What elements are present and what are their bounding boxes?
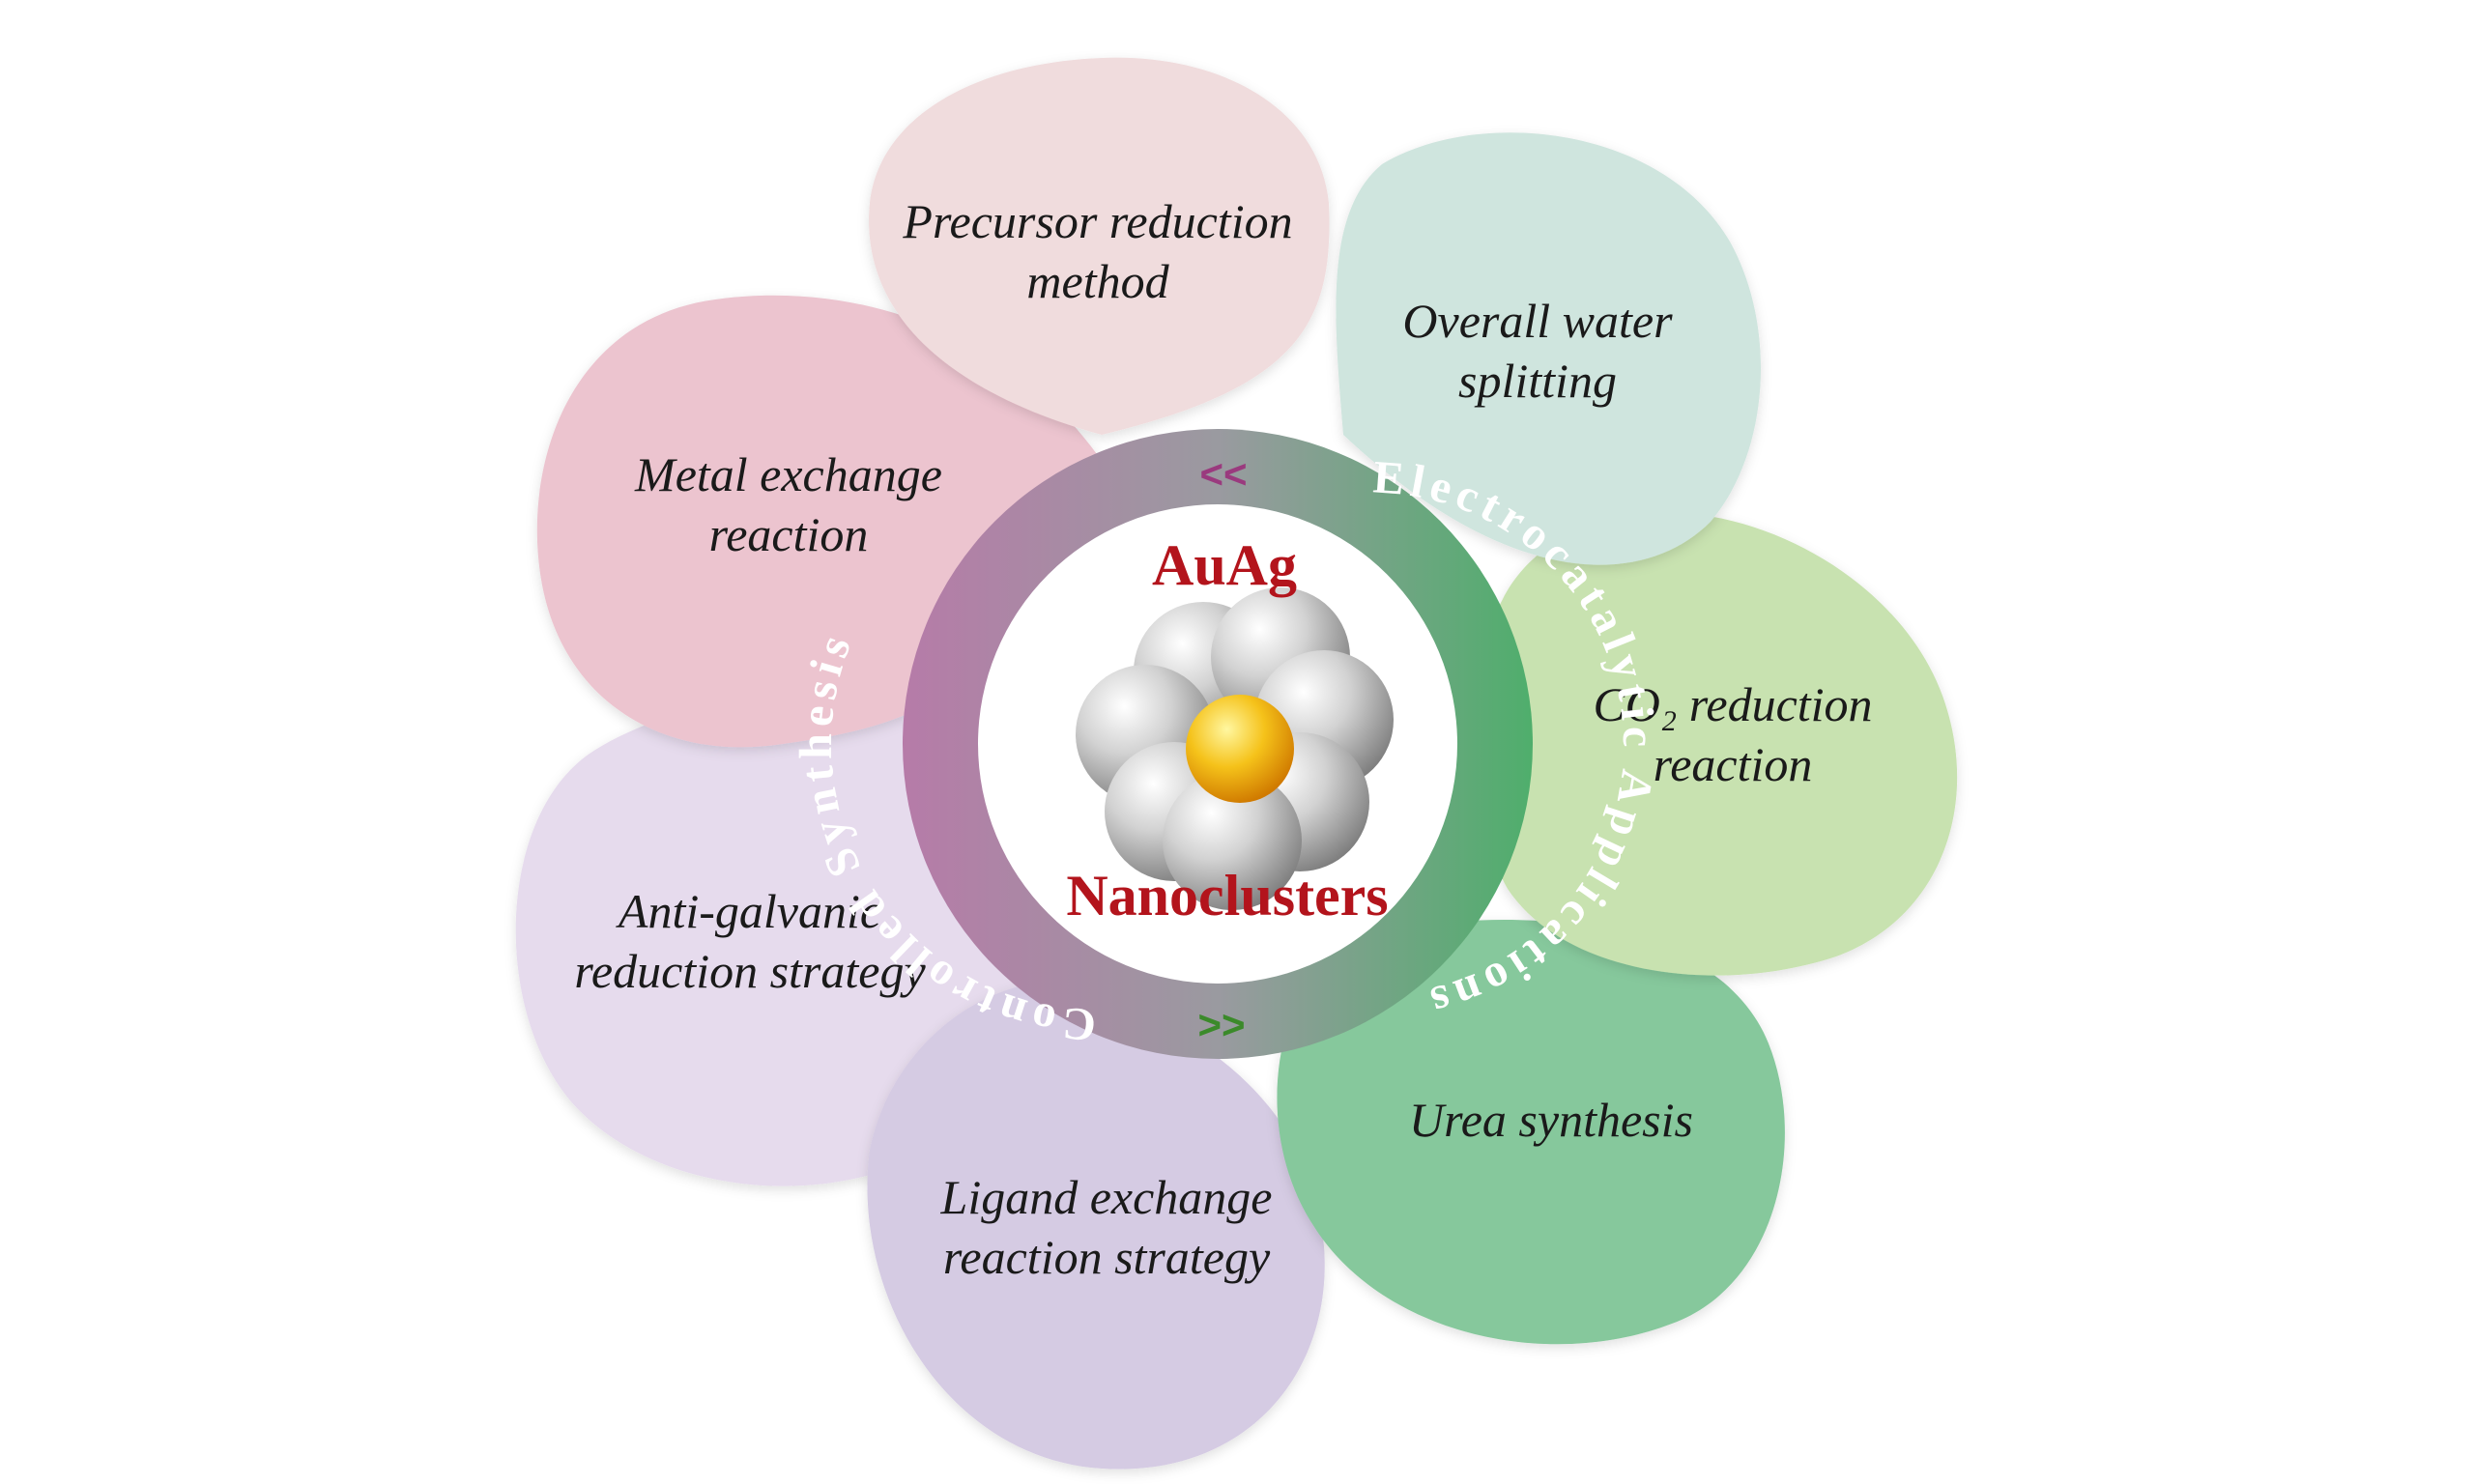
label-precursor-line1: Precursor reduction	[902, 194, 1292, 248]
label-precursor-line2: method	[1026, 254, 1169, 308]
label-antigalvanic-line1: Anti-galvanic	[616, 884, 881, 938]
label-water-line1: Overall water	[1402, 294, 1673, 348]
nanocluster-icon	[1076, 587, 1394, 910]
label-metal-line2: reaction	[709, 507, 869, 561]
label-ligand-line2: reaction strategy	[943, 1230, 1271, 1284]
label-urea-line1: Urea synthesis	[1409, 1093, 1693, 1147]
label-co2-line2: reaction	[1654, 737, 1813, 791]
petal-ligand-exchange	[867, 980, 1325, 1470]
gold-core	[1186, 695, 1294, 803]
center-title-top: AuAg	[1152, 533, 1297, 597]
petal-water	[1336, 132, 1762, 565]
petal-urea	[1277, 920, 1785, 1345]
ring-arrow-bottom: >>	[1197, 1002, 1245, 1047]
label-metal-line1: Metal exchange	[634, 447, 942, 501]
label-antigalvanic-line2: reduction strategy	[574, 944, 926, 998]
center-title-bottom: Nanoclusters	[1066, 864, 1388, 928]
petal-precursor	[869, 57, 1330, 435]
label-co2-line1: CO₂ reduction	[1593, 677, 1872, 731]
label-ligand-line1: Ligand exchange	[940, 1170, 1273, 1224]
petal-labels: Precursor reduction method Overall water…	[574, 194, 1872, 1284]
ring-arrow-top: <<	[1199, 451, 1247, 497]
petal-co2	[1470, 512, 1958, 976]
label-water-line2: splitting	[1458, 354, 1617, 408]
petal-antigalvanic	[515, 689, 1041, 1186]
